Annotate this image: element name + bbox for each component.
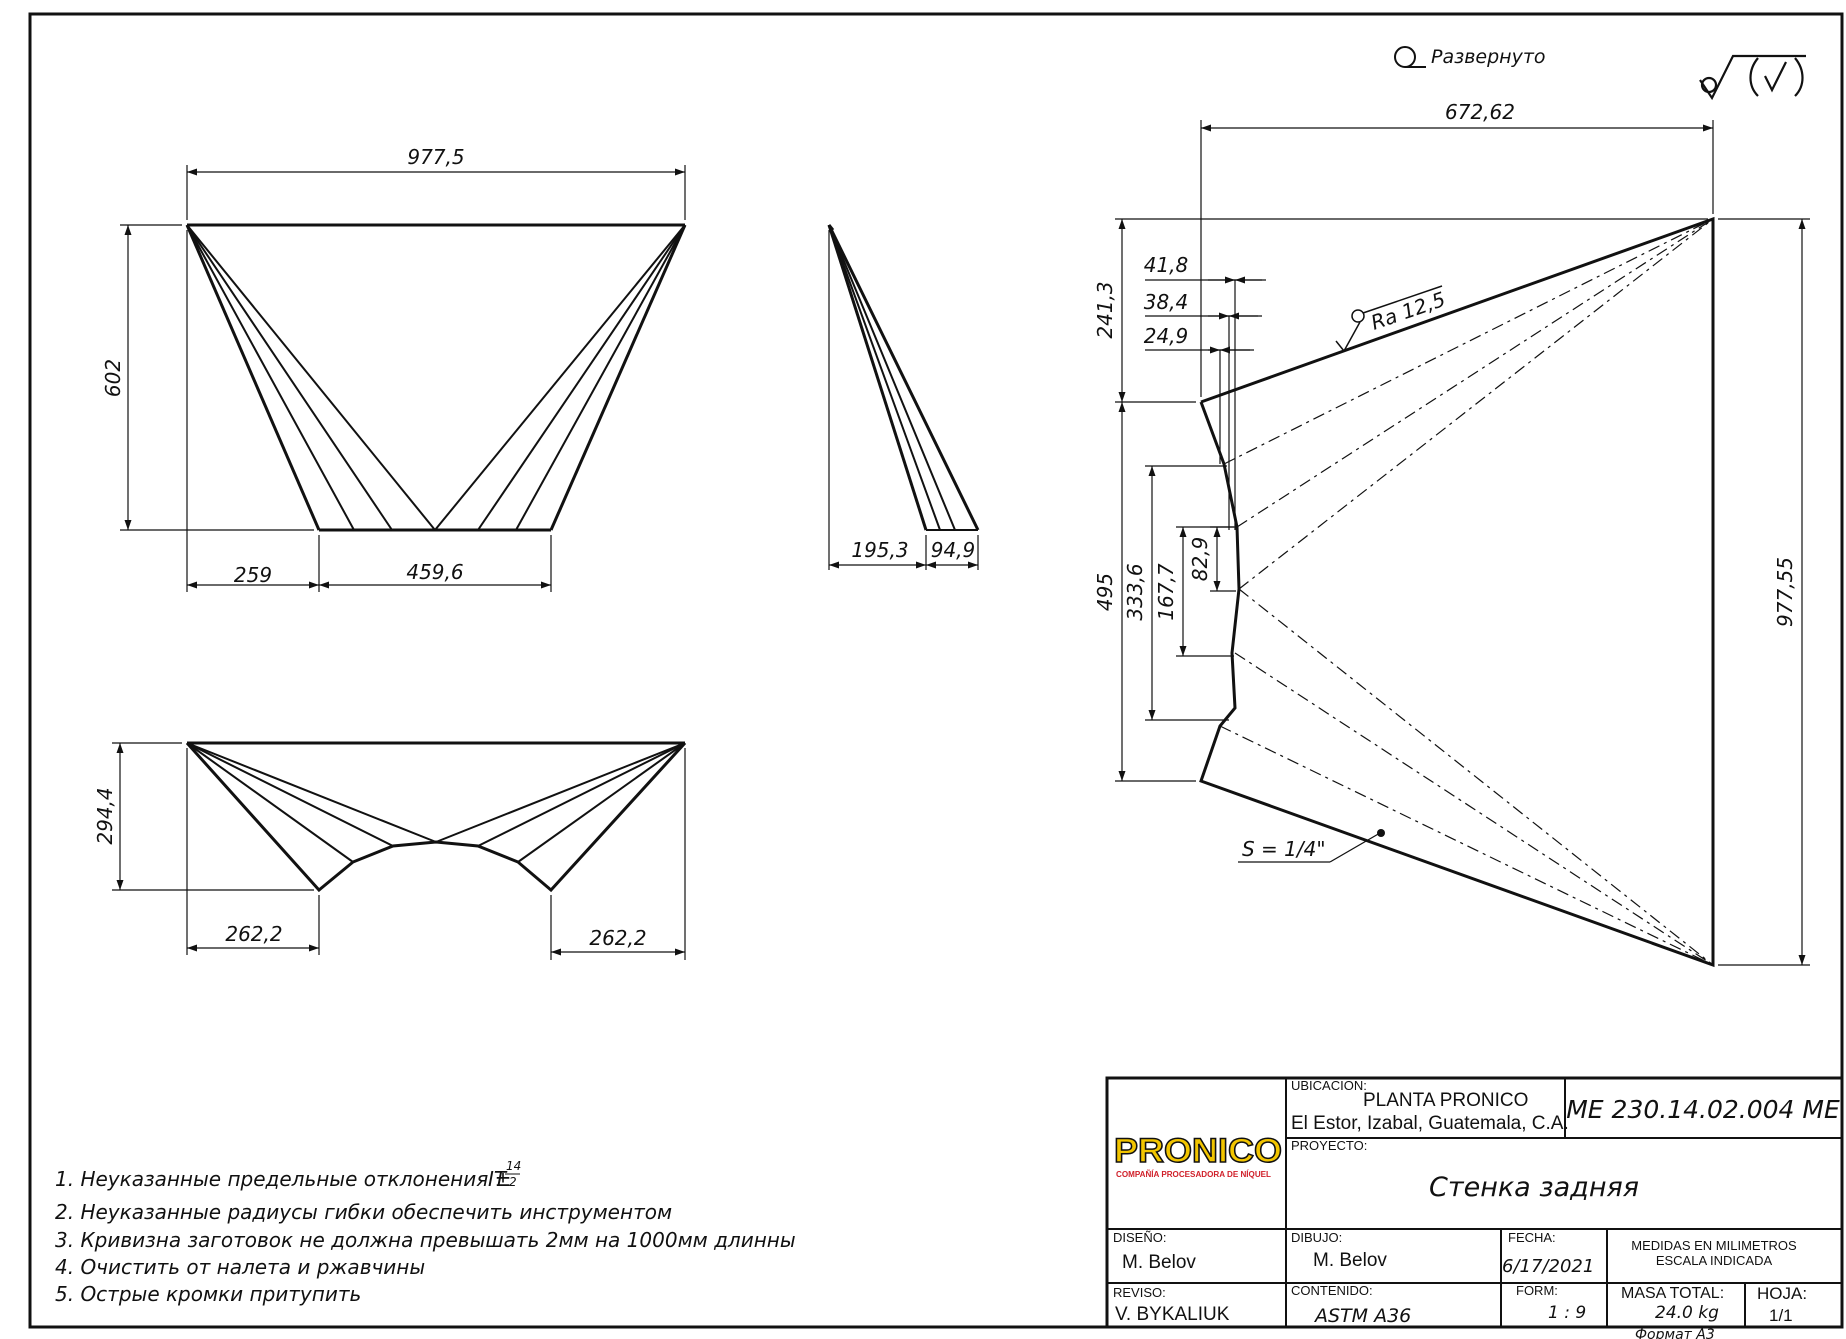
note-3: 3. Кривизна заготовок не должна превышат… bbox=[55, 1228, 796, 1252]
fecha-value: 6/17/2021 bbox=[1502, 1256, 1594, 1277]
pronico-logo: PRONICO COMPAÑÍA PROCESADORA DE NÍQUEL bbox=[1113, 1131, 1283, 1179]
contenido-label: CONTENIDO: bbox=[1291, 1283, 1373, 1298]
dim-bottom-height: 294,4 bbox=[93, 787, 117, 844]
front-view bbox=[120, 165, 687, 592]
note-4: 4. Очистить от налета и ржавчины bbox=[55, 1255, 425, 1279]
reviso-label: REVISO: bbox=[1113, 1285, 1166, 1300]
plan-view bbox=[112, 741, 687, 960]
masa-label: MASA TOTAL: bbox=[1621, 1285, 1724, 1302]
diseno-label: DISEÑO: bbox=[1113, 1230, 1166, 1245]
dim-flat-width: 672,62 bbox=[1445, 100, 1515, 124]
dim-flat-h4: 82,9 bbox=[1188, 537, 1212, 582]
title-block bbox=[1105, 1076, 1844, 1329]
technical-notes: 1. Неуказанные предельные отклонения ± I… bbox=[55, 1159, 796, 1306]
note-2: 2. Неуказанные радиусы гибки обеспечить … bbox=[55, 1200, 672, 1224]
dim-top-width: 977,5 bbox=[407, 145, 464, 169]
note-5: 5. Острые кромки притупить bbox=[55, 1282, 361, 1306]
dim-flat-d3: 24,9 bbox=[1144, 324, 1189, 348]
tolerance-den: 2 bbox=[509, 1175, 517, 1189]
medidas-line-1: MEDIDAS EN MILIMETROS bbox=[1631, 1238, 1797, 1253]
format-label: Формат А3 bbox=[1635, 1327, 1715, 1339]
ubicacion-line-2: El Estor, Izabal, Guatemala, C.A. bbox=[1291, 1113, 1569, 1134]
dim-top-bottom: 459,6 bbox=[406, 560, 463, 584]
diseno-value: M. Belov bbox=[1122, 1252, 1196, 1273]
medidas-line-2: ESCALA INDICADA bbox=[1656, 1253, 1773, 1268]
dim-flat-d1: 41,8 bbox=[1144, 253, 1189, 277]
dim-side-a: 195,3 bbox=[851, 538, 908, 562]
side-view bbox=[827, 224, 980, 570]
dim-top-left: 259 bbox=[234, 563, 272, 587]
dim-top-height: 602 bbox=[101, 359, 125, 397]
unfolded-icon bbox=[1394, 46, 1426, 68]
masa-value: 24.0 kg bbox=[1655, 1303, 1719, 1323]
project-title: Стенка задняя bbox=[1429, 1172, 1639, 1203]
tolerance-it: IT bbox=[488, 1167, 508, 1191]
document-number: ME 230.14.02.004 ME bbox=[1566, 1095, 1840, 1124]
logo-subtitle: COMPAÑÍA PROCESADORA DE NÍQUEL bbox=[1116, 1170, 1271, 1179]
hoja-value: 1/1 bbox=[1769, 1306, 1793, 1325]
dim-side-b: 94,9 bbox=[931, 538, 976, 562]
dibujo-value: M. Belov bbox=[1313, 1250, 1387, 1271]
dibujo-label: DIBUJO: bbox=[1291, 1230, 1342, 1245]
dim-flat-d2: 38,4 bbox=[1144, 290, 1189, 314]
dim-flat-total: 495 bbox=[1093, 573, 1117, 611]
sheet-frame bbox=[28, 12, 1844, 1329]
note-1: 1. Неуказанные предельные отклонения ± bbox=[55, 1167, 511, 1191]
dim-flat-h2: 333,6 bbox=[1123, 563, 1147, 620]
dim-flat-h1: 241,3 bbox=[1093, 281, 1117, 338]
dim-bottom-left: 262,2 bbox=[225, 922, 282, 946]
tolerance-num: 14 bbox=[506, 1159, 521, 1173]
fecha-label: FECHA: bbox=[1508, 1230, 1556, 1245]
ubicacion-line-1: PLANTA PRONICO bbox=[1363, 1090, 1528, 1111]
dim-bottom-right: 262,2 bbox=[589, 926, 646, 950]
form-value: 1 : 9 bbox=[1548, 1303, 1586, 1323]
view-label: Развернуто bbox=[1431, 46, 1546, 68]
flat-pattern-view bbox=[1115, 120, 1810, 968]
contenido-value: ASTM A36 bbox=[1313, 1305, 1411, 1327]
hoja-label: HOJA: bbox=[1757, 1284, 1807, 1303]
form-label: FORM: bbox=[1516, 1283, 1558, 1298]
surface-finish-icon bbox=[1699, 54, 1806, 101]
ubicacion-label: UBICACION: bbox=[1291, 1078, 1367, 1093]
logo-text: PRONICO bbox=[1114, 1132, 1282, 1170]
dim-flat-height: 977,55 bbox=[1773, 557, 1797, 627]
thickness-label: S = 1/4" bbox=[1242, 837, 1326, 861]
proyecto-label: PROYECTO: bbox=[1291, 1138, 1367, 1153]
reviso-value: V. BYKALIUK bbox=[1115, 1304, 1230, 1325]
dim-flat-h3: 167,7 bbox=[1154, 563, 1178, 621]
